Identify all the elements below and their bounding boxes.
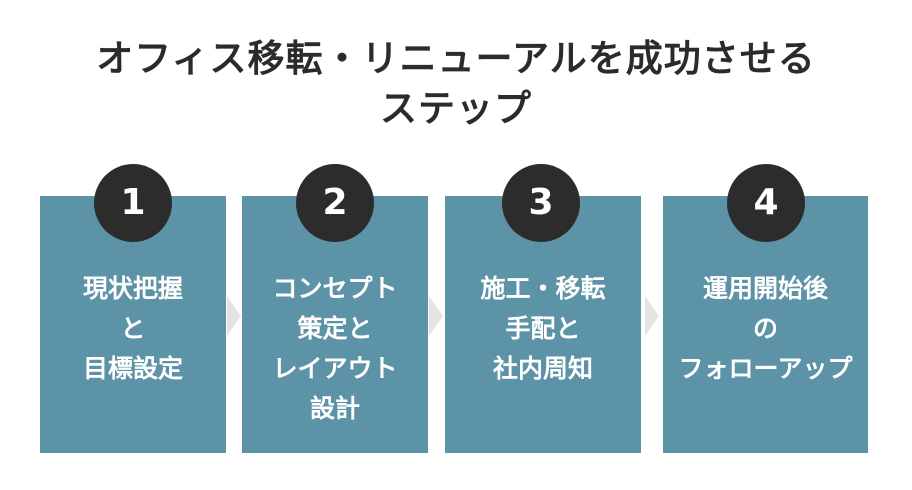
step-4-line-3: フォローアップ: [678, 354, 853, 383]
chevron-right-icon: [645, 296, 659, 336]
title-line-2: ステップ: [380, 87, 532, 130]
step-number-badge-3: 3: [502, 164, 580, 242]
step-label-1: 現状把握 と 目標設定: [40, 269, 226, 389]
chevron-right-icon: [227, 296, 241, 336]
step-number-badge-2: 2: [296, 164, 374, 242]
step-3-line-3: 社内周知: [492, 354, 593, 383]
step-label-2: コンセプト 策定と レイアウト 設計: [242, 269, 428, 429]
step-1-line-2: と: [120, 314, 146, 343]
step-2-line-1: コンセプト: [272, 274, 398, 303]
step-label-4: 運用開始後 の フォローアップ: [663, 269, 868, 389]
step-2-line-4: 設計: [309, 394, 360, 423]
step-2-line-3: レイアウト: [272, 354, 398, 383]
step-3-line-1: 施工・移転: [480, 274, 606, 303]
step-label-3: 施工・移転 手配と 社内周知: [445, 269, 641, 389]
step-1-line-1: 現状把握: [82, 274, 183, 303]
title-line-1: オフィス移転・リニューアルを成功させる: [96, 37, 816, 80]
chevron-right-icon: [429, 296, 443, 336]
step-number-badge-1: 1: [94, 164, 172, 242]
step-4-line-1: 運用開始後: [702, 274, 828, 303]
step-2-line-2: 策定と: [297, 314, 373, 343]
step-3-line-2: 手配と: [505, 314, 581, 343]
step-4-line-2: の: [752, 314, 778, 343]
page-title: オフィス移転・リニューアルを成功させる ステップ: [0, 34, 912, 134]
step-1-line-3: 目標設定: [82, 354, 183, 383]
step-number-badge-4: 4: [727, 164, 805, 242]
